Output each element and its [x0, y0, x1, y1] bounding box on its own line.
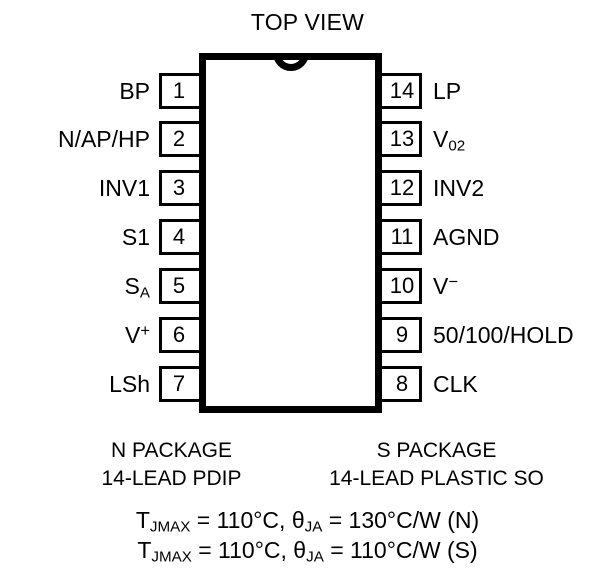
thermal-specs: TJMAX = 110°C, θJA = 130°C/W (N) TJMAX =… [0, 505, 615, 566]
thermal-spec-s: TJMAX = 110°C, θJA = 110°C/W (S) [137, 537, 478, 566]
pin-number-9: 9 [382, 317, 422, 353]
package-descriptions: N PACKAGE 14-LEAD PDIP S PACKAGE 14-LEAD… [0, 437, 615, 493]
semicircle-notch-icon [273, 53, 309, 72]
package-name-s: S PACKAGE [376, 439, 497, 462]
pin-label-bp: BP [119, 77, 150, 104]
pin-row-right-12[interactable]: 12 INV2 [382, 170, 615, 206]
pin-label-v-plus: V+ [124, 320, 150, 348]
pin-number-14: 14 [382, 73, 422, 109]
pin-number-5: 5 [159, 268, 199, 304]
pin-label-agnd: AGND [433, 223, 500, 250]
pin-row-left-6[interactable]: V+ 6 [0, 317, 199, 353]
pin-label-n-ap-hp: N/AP/HP [57, 125, 150, 152]
pin-label-50-100-hold: 50/100/HOLD [433, 321, 574, 348]
pin-label-inv1: INV1 [98, 174, 150, 201]
package-name-n: N PACKAGE [111, 439, 232, 462]
pin-label-lp: LP [433, 77, 462, 104]
pin-row-left-3[interactable]: INV1 3 [0, 170, 199, 206]
pin-row-left-2[interactable]: N/AP/HP 2 [0, 121, 199, 157]
pin-number-10: 10 [382, 268, 422, 304]
pin-label-lsh: LSh [109, 370, 150, 397]
pin-number-6: 6 [159, 317, 199, 353]
pin-label-v-minus: V− [433, 271, 459, 299]
pin-label-v02: V02 [433, 125, 466, 154]
pin-number-3: 3 [159, 170, 199, 206]
pin-number-11: 11 [382, 219, 422, 255]
pin-row-left-7[interactable]: LSh 7 [0, 366, 199, 402]
pin-number-7: 7 [159, 366, 199, 402]
thermal-spec-n: TJMAX = 110°C, θJA = 130°C/W (N) [135, 507, 480, 536]
pin-number-4: 4 [159, 219, 199, 255]
pin-number-13: 13 [382, 121, 422, 157]
pin-label-inv2: INV2 [433, 174, 485, 201]
pin-number-1: 1 [159, 73, 199, 109]
pin-row-right-10[interactable]: 10 V− [382, 268, 615, 304]
package-description-s: 14-LEAD PLASTIC SO [329, 466, 544, 490]
page-title: TOP VIEW [250, 9, 365, 35]
package-description-n: 14-LEAD PDIP [101, 466, 242, 490]
pin-number-12: 12 [382, 170, 422, 206]
pin-row-right-11[interactable]: 11 AGND [382, 219, 615, 255]
pin-row-right-9[interactable]: 9 50/100/HOLD [382, 317, 615, 353]
pin-row-left-4[interactable]: S1 4 [0, 219, 199, 255]
pin-label-clk: CLK [433, 370, 478, 397]
pin-number-8: 8 [382, 366, 422, 402]
pin-number-2: 2 [159, 121, 199, 157]
pin-row-right-14[interactable]: 14 LP [382, 73, 615, 109]
pin-label-s1: S1 [121, 223, 150, 250]
pin-row-left-5[interactable]: SA 5 [0, 268, 199, 304]
pin-row-right-8[interactable]: 8 CLK [382, 366, 615, 402]
chip-body-outline [199, 53, 382, 413]
pin-label-sa: SA [124, 272, 150, 301]
package-block-n: N PACKAGE 14-LEAD PDIP [52, 437, 292, 493]
package-block-s: S PACKAGE 14-LEAD PLASTIC SO [292, 437, 582, 493]
pin-row-right-13[interactable]: 13 V02 [382, 121, 615, 157]
pin-row-left-1[interactable]: BP 1 [0, 73, 199, 109]
